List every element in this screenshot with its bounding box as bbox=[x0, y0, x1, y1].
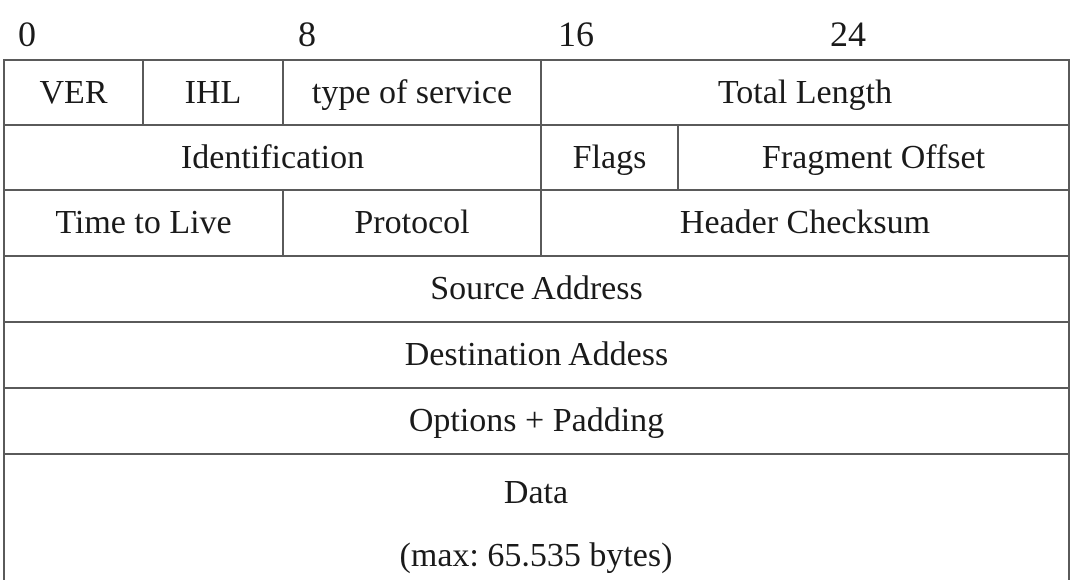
row-border bbox=[3, 387, 1070, 389]
row-border bbox=[3, 59, 1070, 61]
cell-divider bbox=[540, 189, 542, 257]
bit-label-8: 8 bbox=[298, 14, 316, 54]
bit-label-24: 24 bbox=[830, 14, 866, 54]
field-source-address: Source Address bbox=[430, 270, 643, 307]
field-ihl: IHL bbox=[184, 73, 242, 111]
data-block-title: Data bbox=[503, 474, 569, 511]
field-type-of-service: type of service bbox=[311, 73, 513, 111]
field-fragment-offset: Fragment Offset bbox=[761, 138, 986, 176]
bit-label-0: 0 bbox=[18, 14, 36, 54]
bit-label-16: 16 bbox=[558, 14, 594, 54]
field-flags: Flags bbox=[572, 138, 647, 176]
row-border bbox=[3, 255, 1070, 257]
cell-divider bbox=[142, 59, 144, 126]
field-time-to-live: Time to Live bbox=[55, 204, 232, 241]
field-protocol: Protocol bbox=[354, 204, 470, 241]
field-destination-address: Destination Addess bbox=[404, 336, 669, 373]
outer-border-left bbox=[3, 59, 5, 580]
field-header-checksum: Header Checksum bbox=[679, 204, 931, 241]
outer-border-right bbox=[1068, 59, 1070, 580]
row-border bbox=[3, 453, 1070, 455]
field-options-padding: Options + Padding bbox=[408, 402, 665, 439]
cell-divider bbox=[540, 124, 542, 191]
field-version: VER bbox=[39, 73, 108, 111]
row-border bbox=[3, 189, 1070, 191]
cell-divider bbox=[677, 124, 679, 191]
field-identification: Identification bbox=[180, 138, 365, 176]
cell-divider bbox=[282, 59, 284, 126]
row-border bbox=[3, 321, 1070, 323]
field-total-length: Total Length bbox=[717, 73, 893, 111]
cell-divider bbox=[282, 189, 284, 257]
cell-divider bbox=[540, 59, 542, 126]
row-border bbox=[3, 124, 1070, 126]
data-block-note: (max: 65.535 bytes) bbox=[399, 537, 673, 574]
